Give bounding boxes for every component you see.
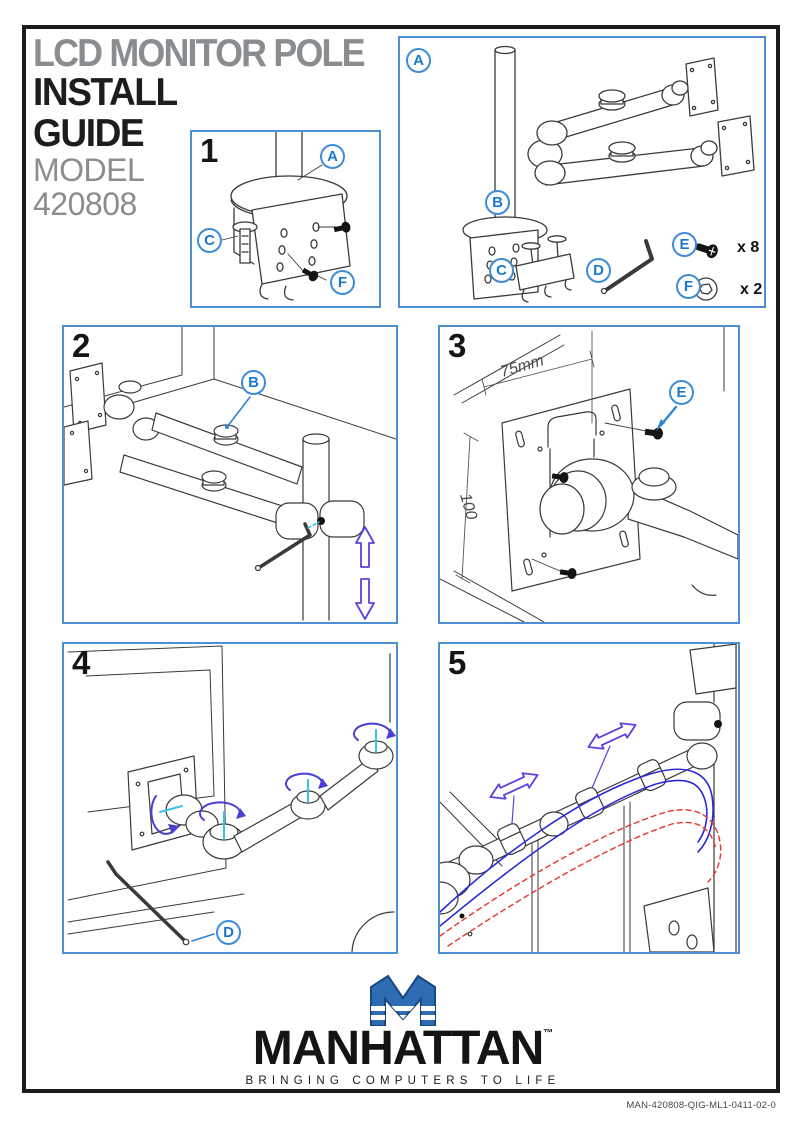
pole-drawing: [673, 644, 737, 952]
vesa-plates-drawing: [64, 362, 160, 486]
step-5-panel: 5: [438, 642, 740, 954]
up-down-arrow-icon: [355, 526, 375, 620]
step-5-illustration: [440, 644, 737, 952]
part-label-c: C: [489, 258, 514, 283]
title-block: LCD MONITOR POLE INSTALL GUIDE MODEL 420…: [33, 34, 433, 221]
part-label-d: D: [586, 258, 611, 283]
rotation-arrow-icons: [150, 722, 396, 835]
callout-e-arrowhead: [656, 419, 665, 431]
page-title-guide: GUIDE: [33, 111, 145, 155]
page-title-product: LCD MONITOR POLE: [33, 32, 366, 75]
bolt-quantity: x 2: [740, 281, 763, 298]
parts-overview-illustration: [462, 45, 755, 303]
step-number: 2: [72, 327, 91, 364]
step-number: 3: [448, 327, 467, 364]
arm-drawing: [202, 653, 395, 952]
rotation-axis-lines: [159, 729, 377, 839]
step-1-panel: 1 A C F: [190, 130, 381, 308]
callout-d: D: [216, 920, 241, 945]
hex-key-drawing: [106, 860, 190, 946]
brand-name: MANHATTAN™: [234, 1025, 572, 1073]
dimension-lines: [455, 330, 595, 584]
cable-route-red: [440, 809, 722, 947]
document-code: MAN-420808-QIG-ML1-0411-02-0: [626, 1100, 776, 1111]
step-3-illustration: 75mm 100: [440, 327, 738, 622]
callout-b: B: [241, 370, 266, 395]
pole-and-collar-drawing: [275, 433, 365, 621]
arms-drawing: [119, 412, 303, 529]
callout-b-leader: [226, 396, 251, 428]
model-number: 420808: [33, 185, 137, 222]
callout-e: E: [669, 380, 694, 405]
brand-logo: MANHATTAN™ BRINGING COMPUTERS TO LIFE: [234, 972, 572, 1087]
screws-drawing: [531, 422, 663, 580]
brand-name-text: MANHATTAN: [252, 1022, 544, 1075]
callout-a: A: [320, 144, 345, 169]
trademark-symbol: ™: [543, 1028, 554, 1039]
step-3-panel: 75mm 100 3 E: [438, 325, 740, 624]
step-number: 1: [200, 132, 219, 169]
part-label-b: B: [485, 190, 510, 215]
manhattan-m-icon: [370, 974, 436, 1026]
dual-arm-drawing: [527, 57, 755, 186]
cable-clip-drawings: [497, 759, 667, 856]
clamp-base-drawing: [230, 132, 351, 301]
bolt-drawing: [684, 277, 718, 301]
part-label-a: A: [406, 48, 431, 73]
allen-key-drawing: [600, 239, 654, 295]
screw-quantity: x 8: [737, 239, 760, 256]
model-label: MODEL: [33, 152, 145, 189]
hex-key-drawing: [254, 521, 320, 572]
callout-b-dot: [225, 425, 229, 429]
bracket-drawing: [459, 887, 715, 952]
step-4-illustration: [67, 645, 396, 952]
screw-drawing: [695, 243, 718, 259]
step-2-illustration: [64, 327, 396, 621]
step-1-illustration: [221, 132, 351, 301]
callout-f: F: [330, 270, 355, 295]
clamp-drawing: [515, 235, 575, 303]
monitor-back-drawing: [440, 327, 725, 622]
step-4-panel: 4 D: [62, 642, 398, 954]
ball-joint-drawing: [539, 458, 738, 596]
step-number: 4: [72, 644, 91, 681]
step-number: 5: [448, 644, 467, 681]
brand-tagline: BRINGING COMPUTERS TO LIFE: [245, 1074, 561, 1087]
page-title-install: INSTALL: [33, 71, 178, 114]
part-label-f: F: [676, 274, 701, 299]
slide-arrow-icons: [489, 722, 637, 825]
vesa-screws-drawing: [221, 164, 351, 282]
part-label-e: E: [672, 232, 697, 257]
step-2-panel: 2 B: [62, 325, 398, 624]
callout-d-leader: [191, 933, 215, 942]
callout-c: C: [197, 228, 222, 253]
vesa-height-dimension: 100: [456, 491, 480, 521]
parts-overview-panel: A B C D E F x 8 x 2: [398, 36, 766, 308]
